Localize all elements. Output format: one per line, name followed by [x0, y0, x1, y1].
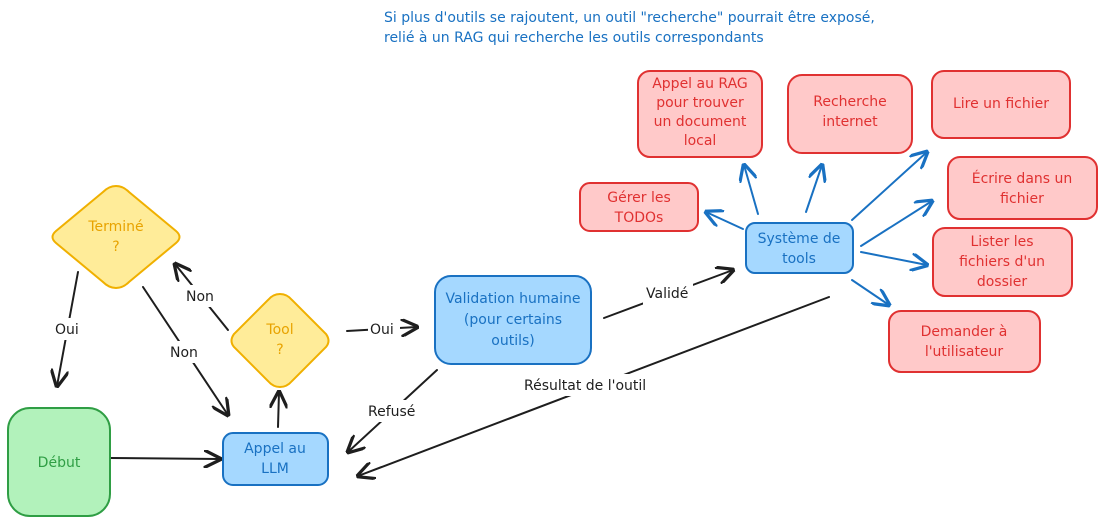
label-resultat: Résultat de l'outil	[524, 378, 646, 394]
label-non-termine: Non	[170, 345, 198, 361]
node-termine-label-2: ?	[112, 239, 119, 255]
label-bg-oui-tool	[368, 319, 400, 339]
node-termine-decision: Terminé ?	[51, 184, 181, 290]
node-demander-label-2: l'utilisateur	[925, 344, 1004, 360]
edge-systeme-lister	[860, 251, 927, 265]
label-bg-non-tool	[183, 285, 219, 307]
edge-systeme-lire	[851, 152, 927, 221]
node-ecrire-label-2: fichier	[1000, 191, 1044, 207]
node-systeme-label-2: tools	[782, 251, 816, 267]
edge-systeme-recherche	[805, 165, 822, 213]
node-todos-label-1: Gérer les	[607, 190, 671, 206]
label-bg-resultat	[520, 374, 670, 396]
node-rag-label-4: local	[684, 133, 717, 149]
node-demander-label-1: Demander à	[921, 324, 1008, 340]
label-bg-oui-termine	[50, 318, 86, 340]
node-validation-label-1: Validation humaine	[446, 291, 581, 307]
node-rag-label-2: pour trouver	[656, 95, 744, 111]
label-oui-tool: Oui	[370, 322, 394, 338]
node-termine-label-1: Terminé	[87, 219, 143, 235]
node-debut-label: Début	[38, 455, 81, 471]
edge-systeme-ecrire	[860, 201, 932, 247]
label-oui-termine: Oui	[55, 322, 79, 338]
edge-llm-tool	[278, 392, 279, 428]
label-bg-non-termine	[166, 341, 202, 363]
edge-systeme-demander	[851, 279, 889, 305]
node-appel-llm-label-2: LLM	[261, 461, 289, 477]
node-systeme-label-1: Système de	[758, 231, 841, 247]
label-bg-valide	[643, 283, 693, 305]
node-todos-label-2: TODOs	[614, 210, 664, 226]
label-non-tool: Non	[186, 289, 214, 305]
node-rag-label-1: Appel au RAG	[652, 76, 748, 92]
node-ecrire-label-1: Écrire dans un	[972, 170, 1073, 187]
node-appel-llm: Appel au LLM	[222, 432, 329, 486]
node-recherche-label-1: Recherche	[813, 94, 887, 110]
note-line-2: relié à un RAG qui recherche les outils …	[384, 30, 764, 46]
label-valide: Validé	[646, 286, 688, 302]
node-tool-rag: Appel au RAG pour trouver un document lo…	[637, 70, 763, 158]
node-validation-label-3: outils)	[491, 333, 534, 349]
node-tool-ecrire: Écrire dans un fichier	[947, 156, 1098, 220]
label-bg-refuse	[365, 400, 423, 422]
node-tool-recherche: Recherche internet	[787, 74, 913, 154]
edge-systeme-rag	[744, 165, 759, 215]
node-lire-label-1: Lire un fichier	[953, 96, 1049, 112]
node-tool-lister: Lister les fichiers d'un dossier	[932, 227, 1073, 297]
edge-debut-llm	[109, 458, 220, 459]
node-tool-demander: Demander à l'utilisateur	[888, 310, 1041, 373]
node-systeme-tools: Système de tools	[745, 222, 854, 274]
node-rag-label-3: un document	[654, 114, 747, 130]
node-tool-decision: Tool ?	[230, 292, 330, 389]
node-lister-label-1: Lister les	[970, 234, 1033, 250]
node-appel-llm-label-1: Appel au	[244, 441, 306, 457]
node-tool-lire: Lire un fichier	[931, 70, 1071, 139]
node-validation-label-2: (pour certains	[464, 312, 562, 328]
node-debut: Début	[7, 407, 111, 517]
node-recherche-label-2: internet	[822, 114, 878, 130]
node-tool-label-2: ?	[276, 342, 283, 358]
node-tool-label-1: Tool	[265, 322, 293, 338]
node-tool-todos: Gérer les TODOs	[579, 182, 699, 232]
label-refuse: Refusé	[368, 404, 415, 420]
node-lister-label-3: dossier	[977, 274, 1028, 290]
node-validation-humaine: Validation humaine (pour certains outils…	[434, 275, 592, 365]
note-line-1: Si plus d'outils se rajoutent, un outil …	[384, 10, 875, 26]
edge-systeme-todos	[706, 212, 744, 230]
node-lister-label-2: fichiers d'un	[959, 254, 1045, 270]
